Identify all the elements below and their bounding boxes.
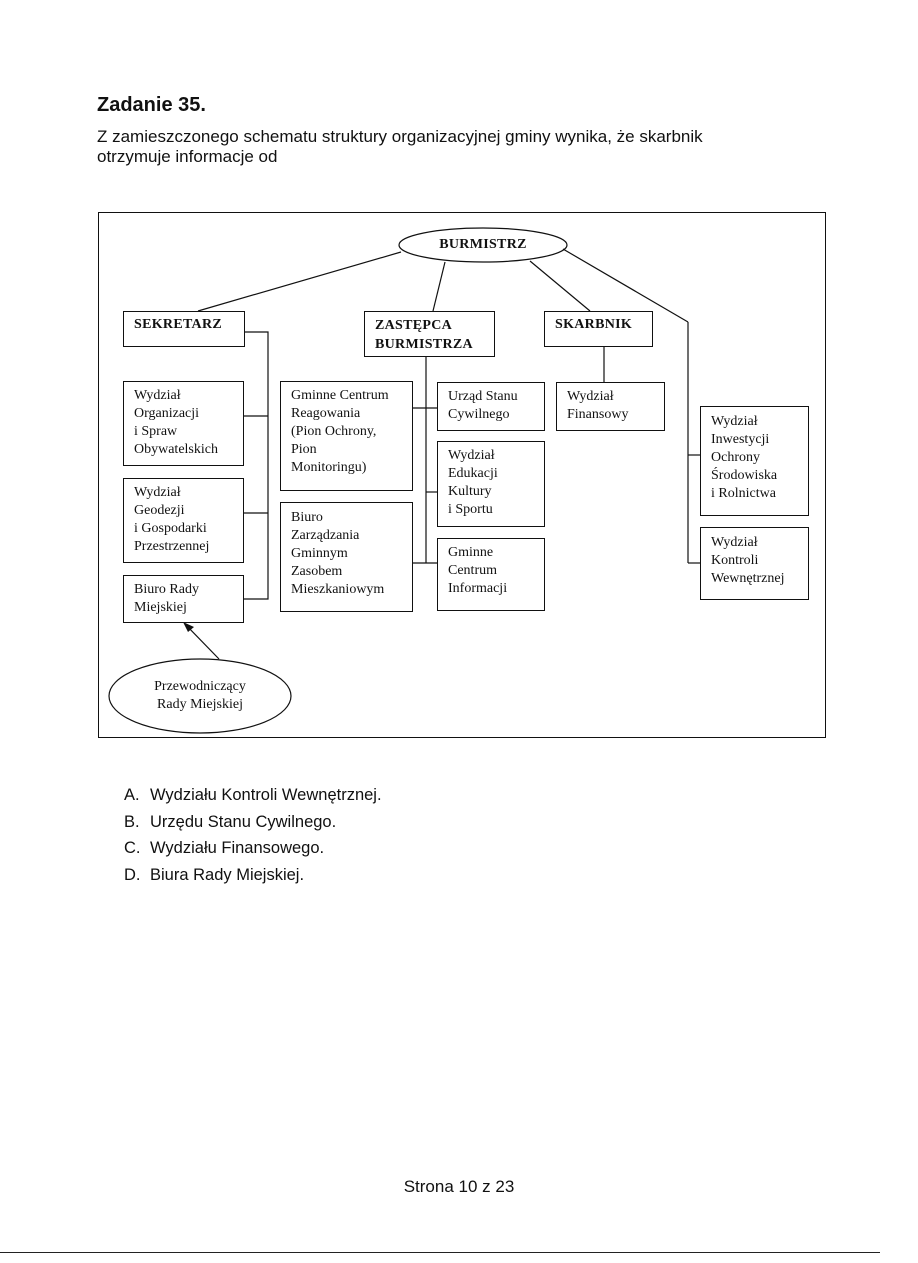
wydzial-finansowy-box: Wydział Finansowy <box>556 382 665 431</box>
biuro-rady-box: Biuro Rady Miejskiej <box>123 575 244 623</box>
sekretarz-label: SEKRETARZ <box>134 317 223 332</box>
page-footer: Strona 10 z 23 <box>403 1177 515 1196</box>
biuro-rady-label: Biuro Rady Miejskiej <box>134 582 199 615</box>
answer-d-text: Biura Rady Miejskiej. <box>150 865 305 884</box>
biuro-zarzadzania-label: Biuro Zarządzania Gminnym Zasobem Mieszk… <box>291 510 385 597</box>
burmistrz-label: BURMISTRZ <box>439 237 527 252</box>
urzad-stanu-box: Urząd Stanu Cywilnego <box>437 382 545 431</box>
org-chart-frame <box>98 212 826 738</box>
wydzial-kontroli-label: Wydział Kontroli Wewnętrznej <box>711 535 785 586</box>
answer-a[interactable]: A. Wydziału Kontroli Wewnętrznej. <box>124 782 382 809</box>
wydzial-geodezji-label: Wydział Geodezji i Gospodarki Przestrzen… <box>134 485 210 554</box>
gminne-centrum-reagowania-label: Gminne Centrum Reagowania (Pion Ochrony,… <box>291 388 389 475</box>
wydzial-organizacji-label: Wydział Organizacji i Spraw Obywatelskic… <box>134 388 218 457</box>
przewodniczacy-oval <box>108 658 292 734</box>
wydzial-organizacji-box: Wydział Organizacji i Spraw Obywatelskic… <box>123 381 244 466</box>
urzad-stanu-label: Urząd Stanu Cywilnego <box>448 389 518 422</box>
wydzial-edukacji-label: Wydział Edukacji Kultury i Sportu <box>448 448 498 517</box>
wydzial-kontroli-box: Wydział Kontroli Wewnętrznej <box>700 527 809 600</box>
wydzial-edukacji-box: Wydział Edukacji Kultury i Sportu <box>437 441 545 527</box>
gminne-centrum-informacji-box: Gminne Centrum Informacji <box>437 538 545 611</box>
wydzial-inwestycji-label: Wydział Inwestycji Ochrony Środowiska i … <box>711 414 778 501</box>
biuro-zarzadzania-box: Biuro Zarządzania Gminnym Zasobem Mieszk… <box>280 502 413 612</box>
task-title: Zadanie 35. <box>97 94 206 116</box>
answer-b-text: Urzędu Stanu Cywilnego. <box>150 812 337 831</box>
skarbnik-box: SKARBNIK <box>544 311 653 347</box>
skarbnik-label: SKARBNIK <box>555 317 633 332</box>
answer-b[interactable]: B. Urzędu Stanu Cywilnego. <box>124 809 382 836</box>
question-line-1: Z zamieszczonego schematu struktury orga… <box>97 127 703 146</box>
zastepca-label: ZASTĘPCA BURMISTRZA <box>375 318 473 352</box>
burmistrz-oval <box>398 227 568 263</box>
answer-d-letter: D. <box>124 865 141 884</box>
przewodniczacy-label: Przewodniczący Rady Miejskiej <box>154 679 246 712</box>
answer-c[interactable]: C. Wydziału Finansowego. <box>124 835 382 862</box>
bottom-divider <box>0 1252 880 1253</box>
wydzial-finansowy-label: Wydział Finansowy <box>567 389 629 422</box>
answer-a-letter: A. <box>124 786 140 804</box>
answer-b-letter: B. <box>124 812 140 831</box>
task-question: Z zamieszczonego schematu struktury orga… <box>97 127 787 167</box>
wydzial-inwestycji-box: Wydział Inwestycji Ochrony Środowiska i … <box>700 406 809 516</box>
answer-c-text: Wydziału Finansowego. <box>150 839 325 857</box>
question-line-2: otrzymuje informacje od <box>97 147 278 166</box>
gminne-centrum-informacji-label: Gminne Centrum Informacji <box>448 545 508 596</box>
gminne-centrum-reagowania-box: Gminne Centrum Reagowania (Pion Ochrony,… <box>280 381 413 491</box>
answer-list: A. Wydziału Kontroli Wewnętrznej. B. Urzęd… <box>124 782 382 888</box>
zastepca-box: ZASTĘPCA BURMISTRZA <box>364 311 495 357</box>
sekretarz-box: SEKRETARZ <box>123 311 245 347</box>
wydzial-geodezji-box: Wydział Geodezji i Gospodarki Przestrzen… <box>123 478 244 563</box>
answer-a-text: Wydziału Kontroli Wewnętrznej. <box>150 786 382 804</box>
answer-d[interactable]: D. Biura Rady Miejskiej. <box>124 862 382 889</box>
answer-c-letter: C. <box>124 839 141 857</box>
